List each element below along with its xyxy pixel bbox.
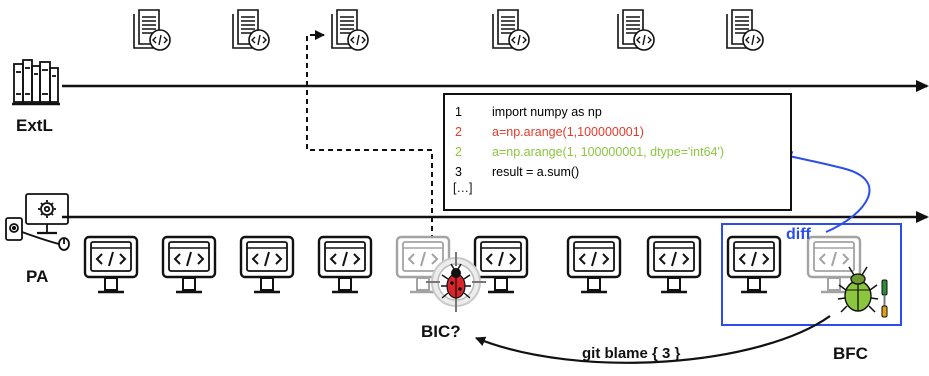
- code-document-icon: [232, 9, 270, 51]
- code-line-context: 3 result = a.sum(): [445, 162, 790, 182]
- computer-gear-icon: [5, 193, 70, 251]
- code-line-added: 2 a=np.arange(1, 100000001, dtype='int64…: [445, 142, 790, 162]
- pa-timeline-arrowhead: [916, 211, 929, 223]
- code-document-icon: [331, 9, 369, 51]
- diff-label: diff: [786, 226, 811, 243]
- line-number: 3: [455, 165, 462, 179]
- code-ellipsis: […]: [453, 181, 473, 195]
- git-blame-arrow: [475, 315, 831, 364]
- code-text: a=np.arange(1, 100000001, dtype='int64'): [492, 145, 725, 159]
- code-text: result = a.sum(): [492, 165, 580, 179]
- bug-icon: [441, 263, 471, 299]
- code-line-context: 1 import numpy as np: [445, 102, 790, 122]
- code-monitor-icon: [806, 235, 862, 294]
- code-monitor-icon: [726, 235, 782, 294]
- code-document-icon: [617, 9, 655, 51]
- extl-timeline-arrowhead: [916, 80, 929, 92]
- extl-label: ExtL: [16, 116, 53, 135]
- code-monitor-icons: [83, 235, 862, 294]
- code-monitor-icon: [646, 235, 702, 294]
- git-blame-label: git blame { 3 }: [582, 345, 681, 362]
- code-monitor-icon: [83, 235, 139, 294]
- code-monitor-icon: [566, 235, 622, 294]
- code-text: a=np.arange(1,100000001): [492, 125, 644, 139]
- code-diff-panel: 1 import numpy as np 2 a=np.arange(1,100…: [443, 93, 792, 211]
- dependency-dashed-arrow: [306, 30, 433, 240]
- code-monitor-icon: [239, 235, 295, 294]
- code-monitor-icon: [473, 235, 529, 294]
- code-monitor-icon: [317, 235, 373, 294]
- bug-fix-icon: [837, 266, 888, 318]
- line-number: 2: [455, 145, 462, 159]
- bic-label: BIC?: [421, 322, 461, 341]
- code-monitor-icon: [161, 235, 217, 294]
- code-line-removed: 2 a=np.arange(1,100000001): [445, 122, 790, 142]
- diff-arrow: [780, 151, 871, 233]
- pa-label: PA: [26, 267, 49, 286]
- line-number: 2: [455, 125, 462, 139]
- code-text: import numpy as np: [492, 105, 602, 119]
- code-document-icons: [133, 9, 764, 51]
- bookshelf-icon: [12, 59, 60, 106]
- code-document-icon: [726, 9, 764, 51]
- line-number: 1: [455, 105, 462, 119]
- bfc-highlight-box: [721, 223, 902, 326]
- code-document-icon: [133, 9, 171, 51]
- bfc-label: BFC: [833, 344, 868, 363]
- code-document-icon: [492, 9, 530, 51]
